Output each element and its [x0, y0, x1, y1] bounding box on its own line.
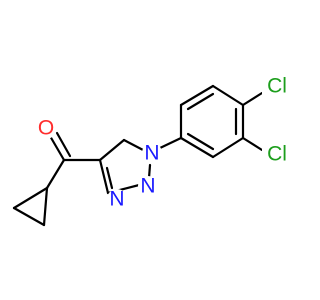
- bond: [241, 136, 264, 152]
- atom-label-n1: N: [144, 142, 159, 165]
- bond: [179, 136, 215, 159]
- bond: [12, 186, 49, 210]
- bond: [42, 186, 49, 227]
- chlorine-atom-top: Cl: [262, 74, 292, 98]
- bond: [147, 163, 152, 180]
- atom-label-o: O: [38, 117, 54, 140]
- bond: [241, 91, 264, 107]
- atom-layer: O N N N Cl Cl: [35, 74, 292, 211]
- atom-label-n3: N: [109, 188, 124, 211]
- bond: [211, 136, 245, 159]
- atom-label-n2: N: [140, 175, 155, 198]
- bond: [45, 158, 66, 190]
- bond: [186, 92, 215, 111]
- bond: [105, 166, 114, 190]
- bond: [122, 138, 147, 153]
- bond: [211, 84, 245, 107]
- structure-canvas: O N N N Cl Cl: [12, 74, 292, 227]
- nitrogen-atom-n3: N: [107, 188, 127, 211]
- bond: [98, 138, 126, 162]
- bond-layer: [12, 84, 264, 227]
- bond: [55, 131, 72, 158]
- nitrogen-atom-n1: N: [142, 142, 162, 165]
- bond: [12, 206, 46, 227]
- bond: [158, 136, 183, 150]
- bond: [98, 158, 110, 195]
- nitrogen-atom-n2: N: [138, 175, 158, 198]
- bond: [179, 84, 215, 107]
- oxygen-atom: O: [35, 117, 57, 140]
- bond: [48, 134, 66, 162]
- chlorine-atom-bottom: Cl: [262, 142, 292, 166]
- molecule-drawing: O N N N Cl Cl: [12, 74, 292, 227]
- atom-label-cl-top: Cl: [267, 75, 287, 98]
- atom-label-cl-bottom: Cl: [267, 143, 287, 166]
- bond: [186, 132, 215, 151]
